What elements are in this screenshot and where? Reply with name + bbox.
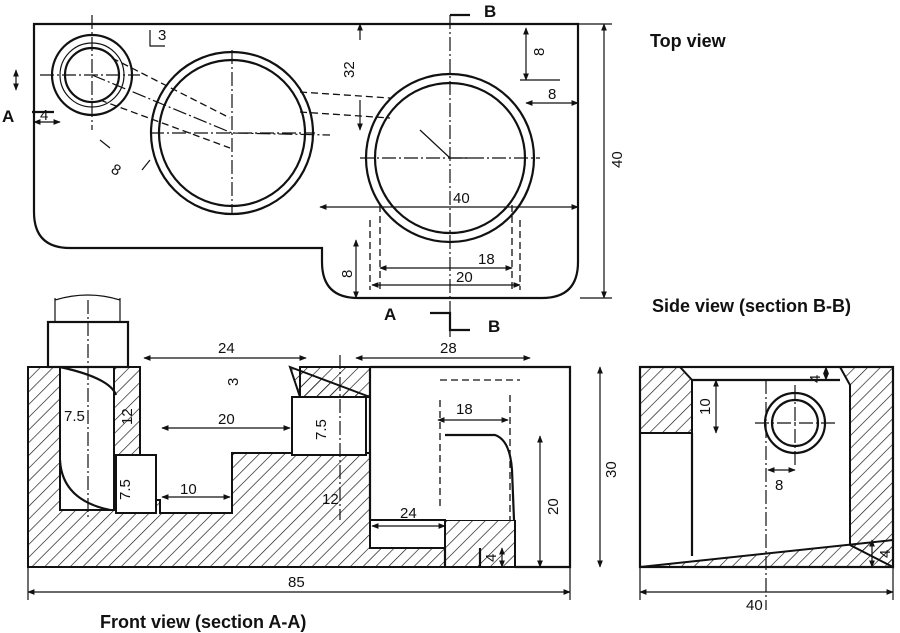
dim-top-18: 18 xyxy=(478,251,495,268)
dim-front-4: 4 xyxy=(483,554,500,562)
side-view-title: Side view (section B-B) xyxy=(652,296,851,316)
dim-front-12-a: 12 xyxy=(119,408,136,425)
dim-front-3: 3 xyxy=(225,378,242,386)
side-view: 4 10 8 4 40 Side view (section B-B) xyxy=(638,296,895,614)
dim-front-10: 10 xyxy=(180,481,197,498)
dim-front-20-b: 20 xyxy=(545,498,562,515)
dim-front-24-bottom: 24 xyxy=(400,505,417,522)
section-label-a-bottom: A xyxy=(384,305,396,324)
section-label-b-bottom: B xyxy=(488,317,500,336)
dim-front-7-5-c: 7.5 xyxy=(117,479,134,500)
dim-top-40-width: 40 xyxy=(453,190,470,207)
dim-side-4-top: 4 xyxy=(807,375,824,383)
section-label-a-left: A xyxy=(2,107,14,126)
dim-front-30: 30 xyxy=(603,461,620,478)
dim-top-20: 20 xyxy=(456,269,473,286)
dim-side-4-bottom: 4 xyxy=(877,550,894,558)
dim-side-8: 8 xyxy=(775,477,783,494)
dim-top-8-b: 8 xyxy=(548,86,556,103)
dim-front-12-b: 12 xyxy=(322,491,339,508)
dim-side-40: 40 xyxy=(746,597,763,614)
front-view: 24 28 3 7.5 12 20 7.5 18 7.5 10 12 30 20… xyxy=(27,294,620,632)
dim-front-7-5-a: 7.5 xyxy=(64,408,85,425)
dim-top-32: 32 xyxy=(341,61,358,78)
dim-front-18: 18 xyxy=(456,401,473,418)
dim-top-8-a: 8 xyxy=(531,48,548,56)
dim-front-28: 28 xyxy=(440,340,457,357)
dim-top-8-c: 8 xyxy=(108,161,124,180)
section-label-b-top: B xyxy=(484,2,496,21)
dim-top-3: 3 xyxy=(158,27,166,44)
dim-top-40-height: 40 xyxy=(609,151,626,168)
dim-front-24-top: 24 xyxy=(218,340,235,357)
dim-side-10: 10 xyxy=(697,398,714,415)
dim-top-4: 4 xyxy=(40,107,48,124)
top-view: 3 32 8 8 4 8 40 40 18 20 8 A B A B Top v… xyxy=(2,2,727,340)
dim-front-20-a: 20 xyxy=(218,411,235,428)
top-view-title: Top view xyxy=(650,31,727,51)
dim-top-8-d: 8 xyxy=(339,270,356,278)
dim-front-7-5-b: 7.5 xyxy=(313,419,330,440)
front-view-title: Front view (section A-A) xyxy=(100,612,306,632)
top-view-outline xyxy=(32,22,580,300)
dim-front-85: 85 xyxy=(288,574,305,591)
